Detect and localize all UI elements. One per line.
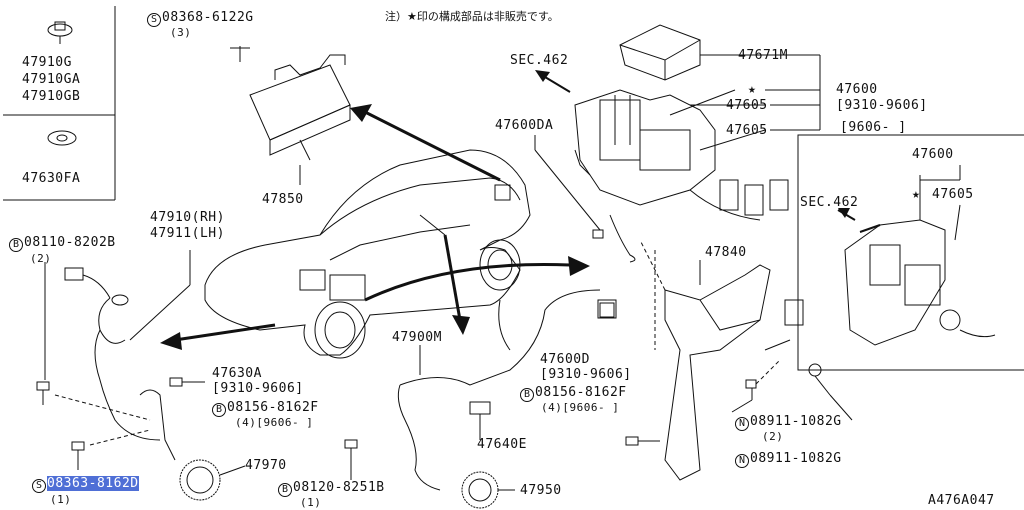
part-number: 47605 (726, 98, 768, 113)
part-number: 47840 (705, 245, 747, 260)
date-range: [9310-9606] (836, 98, 928, 113)
nut-symbol: N (735, 417, 749, 431)
quantity: (3) (170, 26, 192, 39)
part-code: 08911-1082G (750, 451, 842, 466)
star-symbol: ★ (912, 187, 921, 202)
part-number: 47910G (22, 55, 72, 70)
note-text: 注）★印の構成部品は非販売です。 (385, 10, 559, 23)
part-number: 47640E (477, 437, 527, 452)
part-number: 47605 (932, 187, 974, 202)
diagram-code: A476A047 (928, 493, 995, 508)
date-range: [9606- ] (840, 120, 907, 135)
part-number: 47970 (245, 458, 287, 473)
part-number: 47600 (836, 82, 878, 97)
part-number: 47910GB (22, 89, 81, 104)
quantity: (4)[9606- ] (235, 416, 314, 429)
part-number: 47600 (912, 147, 954, 162)
star-symbol: ★ (748, 82, 757, 97)
bolt-symbol: B (212, 403, 226, 417)
part-code: 08368-6122G (162, 10, 254, 25)
nut-symbol: N (735, 454, 749, 468)
part-number: 47910(RH) (150, 210, 225, 225)
section-ref: SEC.462 (510, 53, 569, 68)
quantity: (2) (30, 252, 52, 265)
part-number: 47910GA (22, 72, 81, 87)
part-number: 47605 (726, 123, 768, 138)
part-number: 47950 (520, 483, 562, 498)
part-number: 47600DA (495, 118, 554, 133)
quantity: (1) (300, 496, 322, 509)
part-number: 47600D (540, 352, 590, 367)
part-code: 08156-8162F (535, 385, 627, 400)
bolt-symbol: B (520, 388, 534, 402)
part-code: 08120-8251B (293, 480, 385, 495)
bolt-symbol: B (278, 483, 292, 497)
quantity: (1) (50, 493, 72, 506)
quantity: (4)[9606- ] (541, 401, 620, 414)
date-range: [9310-9606] (540, 367, 632, 382)
part-number: 47900M (392, 330, 442, 345)
part-number: 47630FA (22, 171, 81, 186)
part-number: 47630A (212, 366, 262, 381)
part-code: 08156-8162F (227, 400, 319, 415)
part-number: 47911(LH) (150, 226, 225, 241)
bolt-symbol: B (9, 238, 23, 252)
part-code: 08110-8202B (24, 235, 116, 250)
part-number: 47850 (262, 192, 304, 207)
part-code-selected[interactable]: 08363-8162D (47, 476, 139, 491)
section-ref: SEC.462 (800, 195, 859, 210)
date-range: [9310-9606] (212, 381, 304, 396)
part-number: 47671M (738, 48, 788, 63)
screw-symbol: S (147, 13, 161, 27)
quantity: (2) (762, 430, 784, 443)
part-code: 08911-1082G (750, 414, 842, 429)
screw-symbol: S (32, 479, 46, 493)
